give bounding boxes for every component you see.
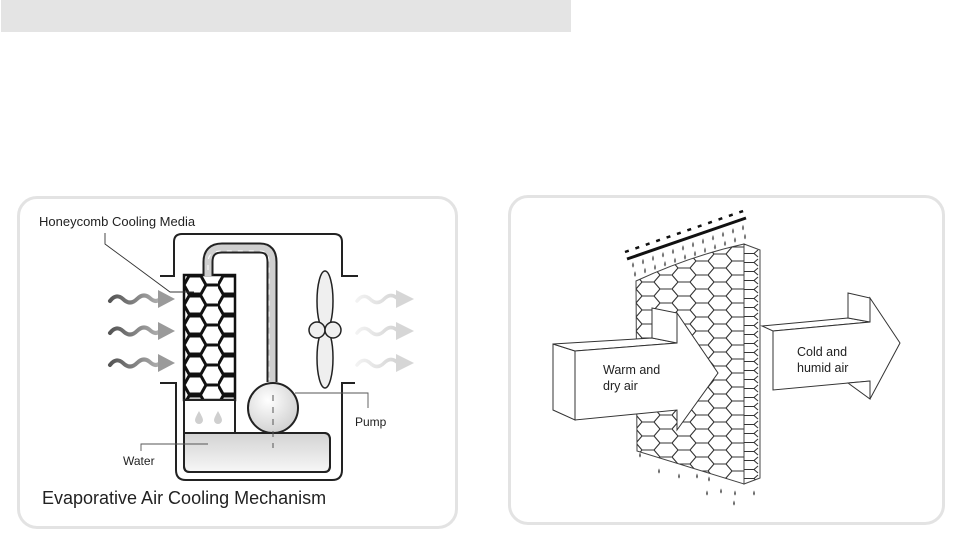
housing-bottom	[160, 382, 355, 481]
droplet-icon	[673, 257, 677, 264]
cold-air-label-line2: humid air	[797, 361, 848, 375]
droplet-icon	[733, 237, 737, 243]
warm-air-label-line2: dry air	[603, 379, 638, 393]
droplet-icon	[633, 271, 637, 277]
droplet-icon	[658, 468, 660, 474]
droplet-icon	[703, 247, 707, 253]
cool-air-arrow	[355, 290, 414, 308]
water-leader-line	[140, 443, 208, 451]
droplet-icon	[741, 224, 745, 231]
droplet-icon	[721, 231, 725, 238]
droplet-icon	[691, 241, 695, 248]
droplet-icon	[713, 243, 717, 250]
sprayer-dashes	[624, 208, 747, 254]
droplet-icon	[681, 245, 685, 251]
warm-air-arrow	[108, 322, 175, 340]
warm-air-arrow	[108, 290, 175, 308]
cold-humid-air-arrow: Cold and humid air	[760, 292, 901, 400]
sprayer-bar	[626, 216, 747, 261]
droplet-icon	[733, 500, 735, 506]
pump-label: Pump	[355, 415, 387, 429]
cool-air-arrow	[355, 322, 414, 340]
droplet-icon	[743, 233, 747, 240]
cool-air-arrows	[355, 290, 414, 372]
droplet-icon	[711, 234, 715, 241]
droplet-icon	[653, 264, 657, 270]
drip-droplets	[639, 452, 755, 506]
droplet-icon	[696, 473, 698, 479]
droplet-icon	[701, 238, 705, 244]
droplet-icon	[641, 258, 645, 265]
droplet-icon	[708, 476, 710, 482]
evaporative-cooler-diagram: Honeycomb Cooling Media Pump Water Evapo…	[39, 214, 414, 508]
droplet-icon	[731, 228, 735, 234]
droplet-icon	[671, 248, 675, 255]
water-label: Water	[123, 454, 155, 468]
droplet-icon	[706, 490, 708, 496]
warm-air-arrow	[108, 354, 175, 372]
droplet-icon	[214, 411, 222, 424]
droplet-icon	[195, 411, 203, 424]
media-label: Honeycomb Cooling Media	[39, 214, 196, 229]
droplet-icon	[643, 267, 647, 274]
pump-leader-line	[295, 392, 369, 408]
top-bar	[1, 0, 571, 32]
honeycomb-media	[182, 273, 237, 402]
droplet-icon	[683, 254, 687, 260]
water-body	[185, 434, 329, 471]
cooling-pad-airflow-diagram: Warm and dry air Cold and humid air	[552, 208, 901, 506]
housing-top	[160, 233, 358, 277]
warm-air-label-line1: Warm and	[603, 363, 660, 377]
warm-dry-air-arrow: Warm and dry air	[552, 307, 719, 432]
droplet-icon	[734, 490, 736, 496]
droplet-icon	[753, 490, 755, 496]
media-leader-line	[104, 233, 194, 293]
fan-icon	[308, 270, 342, 389]
droplet-icon	[639, 452, 641, 458]
droplet-icon	[723, 240, 727, 247]
droplet-icon	[720, 488, 722, 494]
droplet-icon	[661, 251, 665, 258]
cold-air-label-line1: Cold and	[797, 345, 847, 359]
droplet-icon	[631, 262, 635, 268]
droplet-icon	[678, 473, 680, 479]
diagram-caption: Evaporative Air Cooling Mechanism	[42, 488, 326, 508]
droplet-icon	[651, 255, 655, 261]
warm-air-arrows	[108, 290, 175, 372]
cool-air-arrow	[355, 354, 414, 372]
droplet-icon	[693, 250, 697, 257]
droplet-icon	[663, 260, 667, 267]
